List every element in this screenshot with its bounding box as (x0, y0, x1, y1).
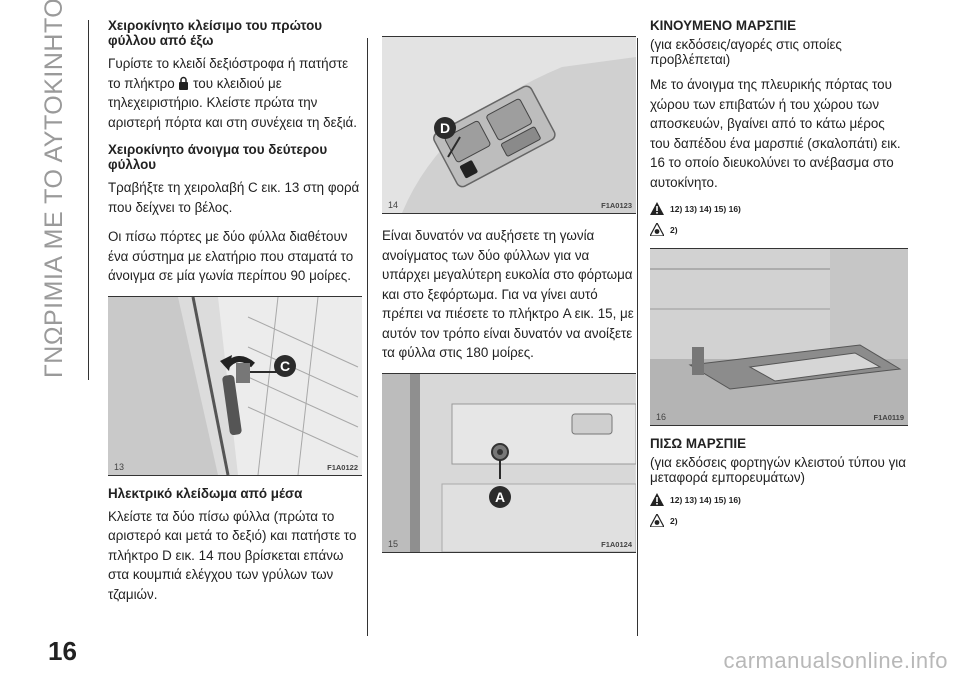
figure-number: 15 (388, 538, 399, 549)
column-divider-1 (367, 38, 368, 636)
figure-16: 16 F1A0119 (650, 248, 908, 426)
environment-icon (650, 223, 664, 236)
warning-refs: 12) 13) 14) 15) 16) (670, 494, 741, 505)
warning-triangle-icon (650, 202, 664, 215)
warning-triangle-icon (650, 493, 664, 506)
environment-icon (650, 514, 664, 527)
warning-notes: 12) 13) 14) 15) 16) (650, 493, 908, 506)
environment-notes: 2) (650, 514, 908, 527)
paragraph-180-degrees: Είναι δυνατόν να αυξήσετε τη γωνία ανοίγ… (382, 228, 634, 360)
subheading-moving-step: (για εκδόσεις/αγορές στις οποίες προβλέπ… (650, 37, 842, 67)
figure-15: A 15 F1A0124 (382, 372, 636, 553)
side-divider (88, 20, 89, 380)
callout-badge-d: D (434, 117, 456, 139)
side-step-illustration (650, 249, 908, 425)
figure-code: F1A0119 (873, 413, 904, 422)
figure-code: F1A0122 (327, 462, 358, 472)
paragraph-manual-close: Γυρίστε το κλειδί δεξιόστροφα ή πατήστε … (108, 54, 362, 132)
figure-number: 13 (114, 461, 125, 472)
figure-13: C 13 F1A0122 (108, 295, 362, 476)
heading-rear-step: ΠΙΣΩ ΜΑΡΣΠΙΕ (650, 436, 746, 451)
warning-refs: 12) 13) 14) 15) 16) (670, 203, 741, 214)
door-button-illustration (382, 373, 636, 552)
column-divider-2 (637, 38, 638, 636)
side-section-title: ΓΝΩΡΙΜΙΑ ΜΕ ΤΟ ΑΥΤΟΚΙΝΗΤΟ (40, 0, 68, 378)
heading-electric-lock: Ηλεκτρικό κλείδωμα από μέσα (108, 485, 303, 501)
paragraph-electric-lock: Κλείστε τα δύο πίσω φύλλα (πρώτα το αρισ… (108, 508, 357, 602)
paragraph-pull-handle: Τραβήξτε τη χειρολαβή C εικ. 13 στη φορά… (108, 180, 360, 215)
environment-refs: 2) (670, 224, 678, 235)
padlock-icon (179, 76, 189, 90)
column-1: Χειροκίνητο κλείσιμο του πρώτου φύλλου α… (108, 18, 362, 614)
column-2: D 14 F1A0123 Είναι δυνατόν να αυξήσετε τ… (382, 18, 636, 553)
figure-number: 16 (656, 412, 667, 422)
window-switch-illustration (382, 37, 636, 213)
paragraph-moving-step: Με το άνοιγμα της πλευρικής πόρτας του χ… (650, 77, 901, 190)
heading-moving-step: ΚΙΝΟΥΜΕΝΟ ΜΑΡΣΠΙΕ (650, 18, 797, 33)
callout-badge-a: A (489, 485, 511, 508)
page-number: 16 (48, 636, 77, 666)
paragraph-text: Γυρίστε το κλειδί δεξιόστροφα ή πατήστε … (108, 56, 349, 91)
watermark: carmanualsonline.info (723, 648, 948, 673)
paragraph-spring-system: Οι πίσω πόρτες με δύο φύλλα διαθέτουν έν… (108, 229, 354, 283)
column-3: ΚΙΝΟΥΜΕΝΟ ΜΑΡΣΠΙΕ (για εκδόσεις/αγορές σ… (650, 18, 908, 535)
warning-notes: 12) 13) 14) 15) 16) (650, 202, 908, 215)
heading-manual-open: Χειροκίνητο άνοιγμα του δεύτερου φύλλου (108, 142, 328, 172)
figure-number: 14 (388, 200, 399, 210)
subheading-rear-step: (για εκδόσεις φορτηγών κλειστού τύπου γι… (650, 455, 906, 485)
figure-code: F1A0123 (601, 201, 632, 210)
figure-code: F1A0124 (601, 539, 632, 549)
paragraph-text: του κλειδιού με τηλεχειριστήριο. Κλείστε… (108, 75, 358, 130)
door-handle-illustration (108, 296, 362, 475)
heading-manual-close: Χειροκίνητο κλείσιμο του πρώτου φύλλου α… (108, 18, 323, 48)
figure-14: D 14 F1A0123 (382, 36, 636, 214)
environment-refs: 2) (670, 515, 678, 526)
environment-notes: 2) (650, 223, 908, 236)
callout-badge-c: C (274, 354, 296, 377)
